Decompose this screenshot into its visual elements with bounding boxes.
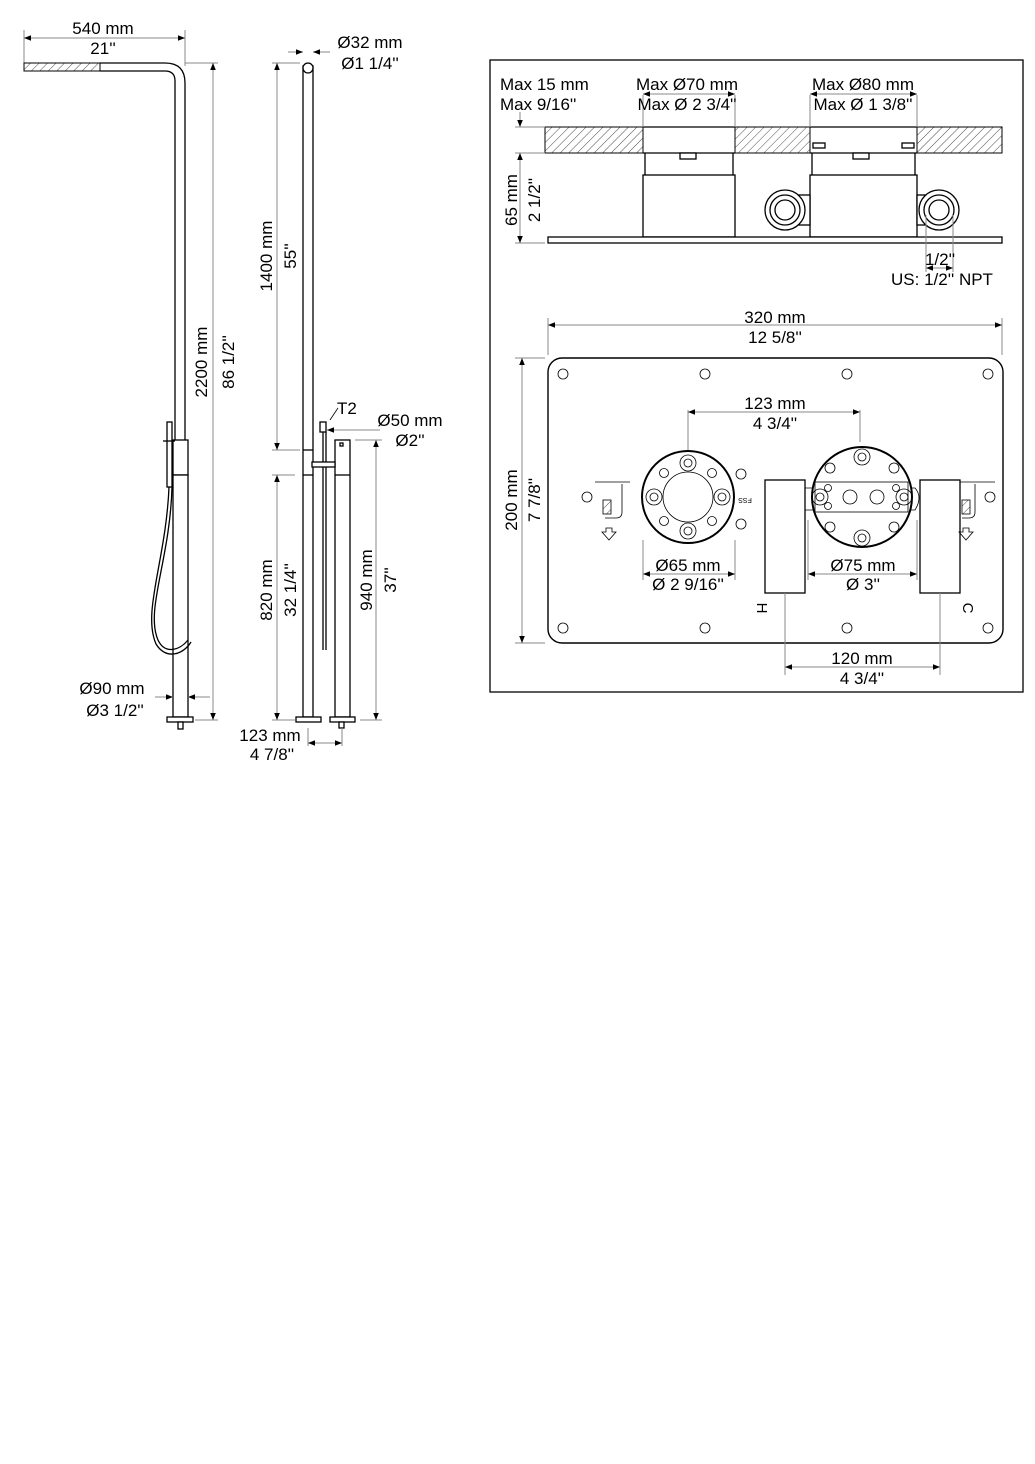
left-tool-symbol — [595, 481, 630, 541]
right-valve-disc — [800, 446, 920, 548]
screw-holes — [557, 368, 996, 634]
max-hole2-in: Max Ø 1 3/8'' — [813, 95, 912, 114]
height-mm: 2200 mm — [192, 327, 211, 398]
mixer-dia-in: Ø2'' — [395, 431, 424, 450]
max-hole2-mm: Max Ø80 mm — [812, 75, 914, 94]
shower-head — [23, 62, 101, 72]
thread-us: US: 1/2'' NPT — [891, 270, 993, 289]
side-view: Ø32 mm Ø1 1/4'' 1400 mm 55'' 820 mm 32 1… — [239, 33, 442, 764]
lower-in: 32 1/4'' — [281, 563, 300, 617]
hole-left-in: Ø 2 9/16'' — [652, 575, 724, 594]
inlet-right — [916, 189, 960, 231]
plate-width-mm: 320 mm — [744, 308, 805, 327]
centers-in: 4 3/4'' — [753, 414, 797, 433]
mixer-height-in: 37'' — [381, 567, 400, 592]
hole-left-mm: Ø65 mm — [655, 556, 720, 575]
inlet-spacing-mm: 120 mm — [831, 649, 892, 668]
max-depth-in: Max 9/16'' — [500, 95, 576, 114]
inlet-spacing-in: 4 3/4'' — [840, 669, 884, 688]
pipe-dia-in: Ø1 1/4'' — [341, 54, 399, 73]
hose — [151, 486, 192, 655]
width-mm: 540 mm — [72, 19, 133, 38]
width-in: 21'' — [90, 39, 115, 58]
max-hole1-mm: Max Ø70 mm — [636, 75, 738, 94]
left-valve-disc: FSS — [641, 450, 752, 544]
mixer-label: T2 — [337, 399, 357, 418]
upper-mm: 1400 mm — [257, 221, 276, 292]
mixer-height-mm: 940 mm — [357, 549, 376, 610]
spacing-in: 4 7/8'' — [250, 745, 294, 764]
plate-height-in: 7 7/8'' — [525, 478, 544, 522]
mounting-plate-side — [547, 236, 1003, 244]
mixer-dia-mm: Ø50 mm — [377, 411, 442, 430]
front-view: 540 mm 21'' 2200 mm 86 1/2'' Ø90 mm Ø3 1… — [23, 19, 238, 730]
hole-right-in: Ø 3'' — [846, 575, 880, 594]
hot-label: H — [753, 603, 770, 614]
inlet-left — [764, 189, 811, 231]
installation-box-panel: Max 15 mm Max 9/16'' Max Ø70 mm Max Ø 2 … — [489, 59, 1024, 693]
mixer-body — [334, 439, 351, 718]
plate-width-in: 12 5/8'' — [748, 328, 802, 347]
plate-height-mm: 200 mm — [502, 469, 521, 530]
height-in: 86 1/2'' — [219, 335, 238, 389]
hot-block — [764, 479, 806, 594]
cold-block — [919, 479, 961, 594]
depth-mm: 65 mm — [502, 174, 521, 226]
upper-in: 55'' — [281, 243, 300, 268]
base-dia-in: Ø3 1/2'' — [86, 701, 144, 720]
cold-label: C — [959, 603, 976, 614]
fss-label: FSS — [738, 496, 752, 503]
right-tool-symbol — [958, 481, 995, 541]
thread: 1/2'' — [925, 250, 955, 269]
max-depth-mm: Max 15 mm — [500, 75, 589, 94]
pipe-dia-mm: Ø32 mm — [337, 33, 402, 52]
spacing-mm: 123 mm — [239, 726, 300, 745]
base-dia-mm: Ø90 mm — [79, 679, 144, 698]
shower-arm — [100, 62, 186, 440]
lower-mm: 820 mm — [257, 559, 276, 620]
hole-right-mm: Ø75 mm — [830, 556, 895, 575]
depth-in: 2 1/2'' — [525, 178, 544, 222]
max-hole1-in: Max Ø 2 3/4'' — [637, 95, 736, 114]
hand-shower — [166, 421, 173, 488]
centers-mm: 123 mm — [744, 394, 805, 413]
